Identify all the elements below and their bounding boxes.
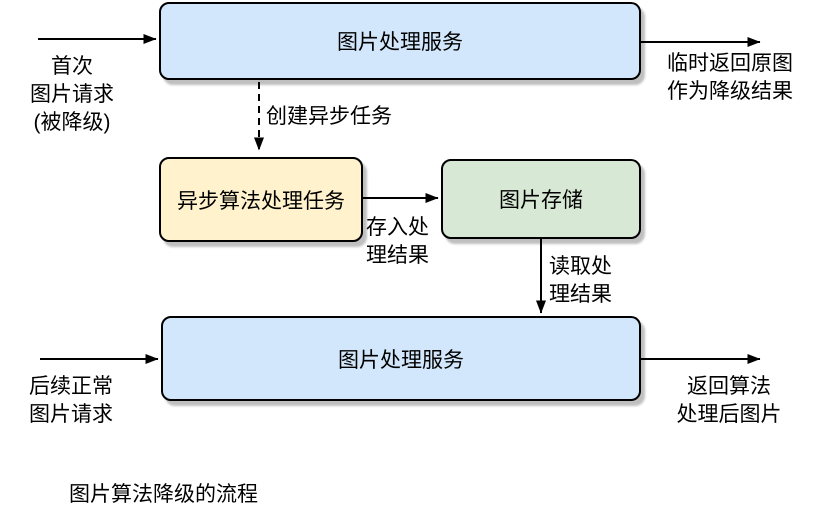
node-label: 图片处理服务 [338,348,464,372]
diagram-caption: 图片算法降级的流程 [69,483,258,506]
node-async-algorithm-task: 异步算法处理任务 [159,157,363,242]
edge-label-next-normal-request: 后续正常 图片请求 [29,375,113,426]
node-image-processing-service-top: 图片处理服务 [159,2,641,80]
node-image-processing-service-bottom: 图片处理服务 [161,316,641,401]
node-image-storage: 图片存储 [441,159,641,239]
edge-label-create-async-task: 创建异步任务 [266,105,392,128]
edge-label-return-processed: 返回算法 处理后图片 [676,375,782,426]
node-label: 图片存储 [499,189,583,212]
edge-label-read-result: 读取处 理结果 [549,255,612,306]
edge-label-first-request: 首次 图片请求 (被降级) [30,55,114,134]
node-label: 异步算法处理任务 [177,189,345,213]
node-label: 图片处理服务 [337,31,463,54]
edge-label-store-result: 存入处 理结果 [366,216,429,267]
edge-label-temp-return: 临时返回原图 作为降级结果 [667,52,793,103]
